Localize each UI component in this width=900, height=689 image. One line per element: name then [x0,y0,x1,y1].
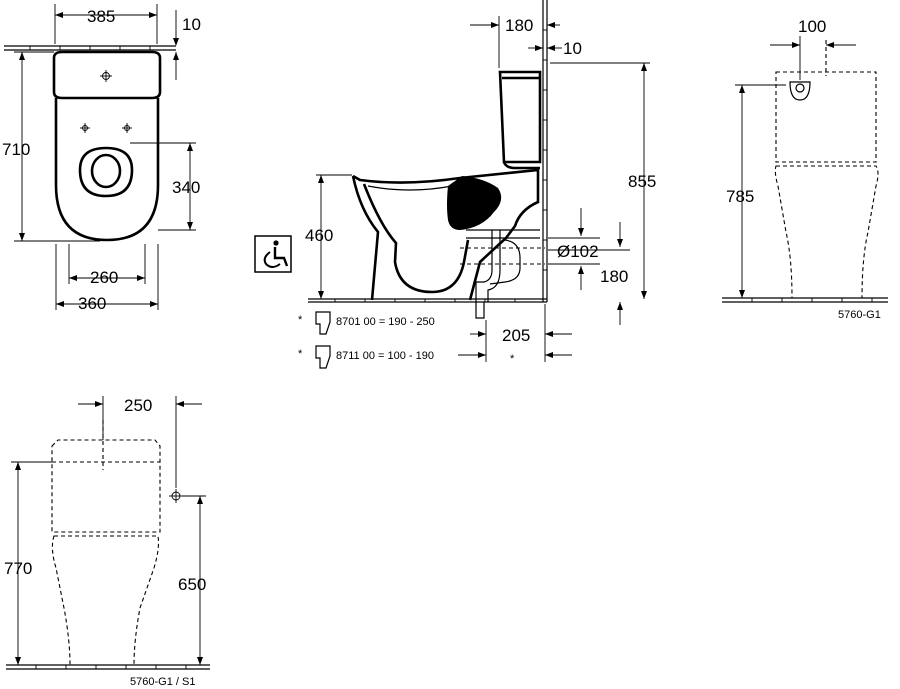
top-view [4,4,196,310]
side-view [308,0,650,369]
dim-top-seat: 340 [172,178,200,197]
note-asterisk-2: * [298,348,303,360]
bend-1-icon [315,311,331,335]
dim-top-width: 385 [87,7,115,26]
rear-view [6,396,210,670]
dim-top-gap: 10 [182,15,201,34]
dim-top-length: 710 [2,140,30,159]
front-view [722,36,888,303]
dim-top-inner: 260 [90,268,118,287]
dim-side-outlet-dist: 205 [502,326,530,345]
dim-rear-inlet: 650 [178,575,206,594]
note-asterisk-3: * [510,353,515,365]
dim-front-tank-width: 100 [798,17,826,36]
front-model-code: 5760-G1 [838,309,881,321]
dim-front-height: 785 [726,187,754,206]
inlet-marker-icon [169,489,183,503]
wheelchair-icon [254,235,292,273]
note-asterisk-1: * [298,314,303,326]
note-bend-2: 8711 00 = 100 - 190 [336,350,434,362]
dim-side-gap: 10 [563,39,582,58]
dim-side-total-height: 855 [628,172,656,191]
bend-2-icon [315,345,331,369]
dim-rear-width: 250 [124,396,152,415]
dim-side-seat-height: 460 [305,226,333,245]
rear-model-code: 5760-G1 / S1 [130,676,195,688]
dim-top-outer: 360 [78,294,106,313]
dim-side-outlet-height: 180 [600,267,628,286]
dim-side-tank-depth: 180 [505,16,533,35]
dim-rear-height: 770 [4,559,32,578]
note-bend-1: 8701 00 = 190 - 250 [336,316,435,328]
dim-side-pipe: Ø102 [557,242,599,261]
